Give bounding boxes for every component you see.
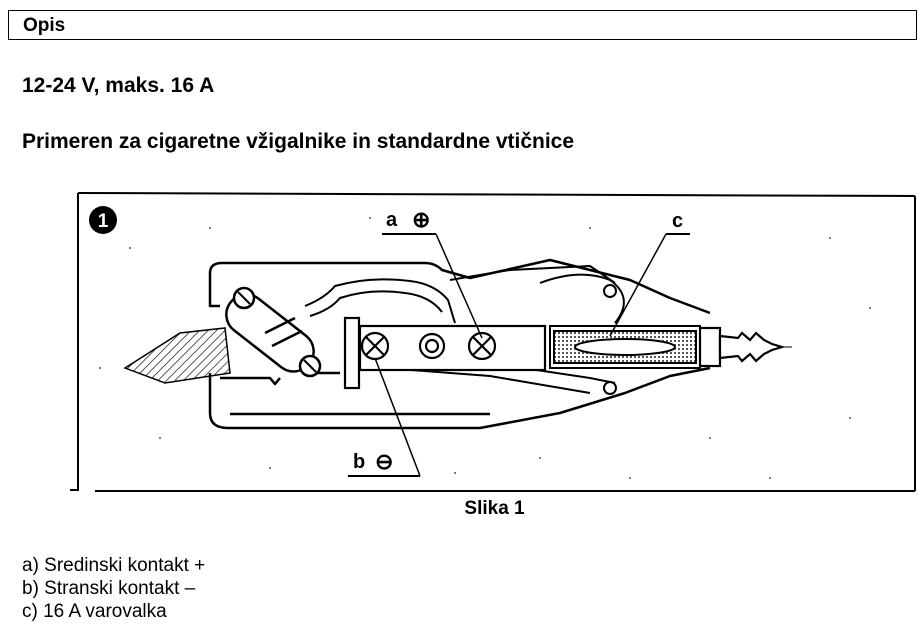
suitability-line: Primeren za cigaretne vžigalnike in stan… [22,130,575,153]
cable-clamp [225,286,322,378]
label-a: a [386,209,398,231]
spec-line: 12-24 V, maks. 16 A [22,74,215,97]
figure-number: 1 [98,211,109,232]
cable-hatch [123,327,231,384]
figure-caption: Slika 1 [464,498,525,519]
fuse [549,325,701,369]
section-header: Opis [8,10,917,40]
legend-item-c: c) 16 A varovalka [22,601,167,622]
contact-block [343,316,547,390]
label-c: c [672,210,683,232]
minus-symbol: ⊖ [375,449,393,474]
legend-item-a: a) Sredinski kontakt + [22,555,206,576]
side-spring [539,273,625,324]
plus-symbol: ⊕ [412,207,430,232]
label-b: b [353,451,365,473]
figure-number-badge [89,206,117,234]
plug-housing [208,258,711,430]
section-title: Opis [23,15,66,36]
figure-frame [70,192,916,492]
plug-tip [698,326,792,368]
plug-diagram: 1 [70,188,919,496]
legend: a) Sredinski kontakt + b) Stranski konta… [22,554,205,623]
legend-item-b: b) Stranski kontakt – [22,578,196,599]
